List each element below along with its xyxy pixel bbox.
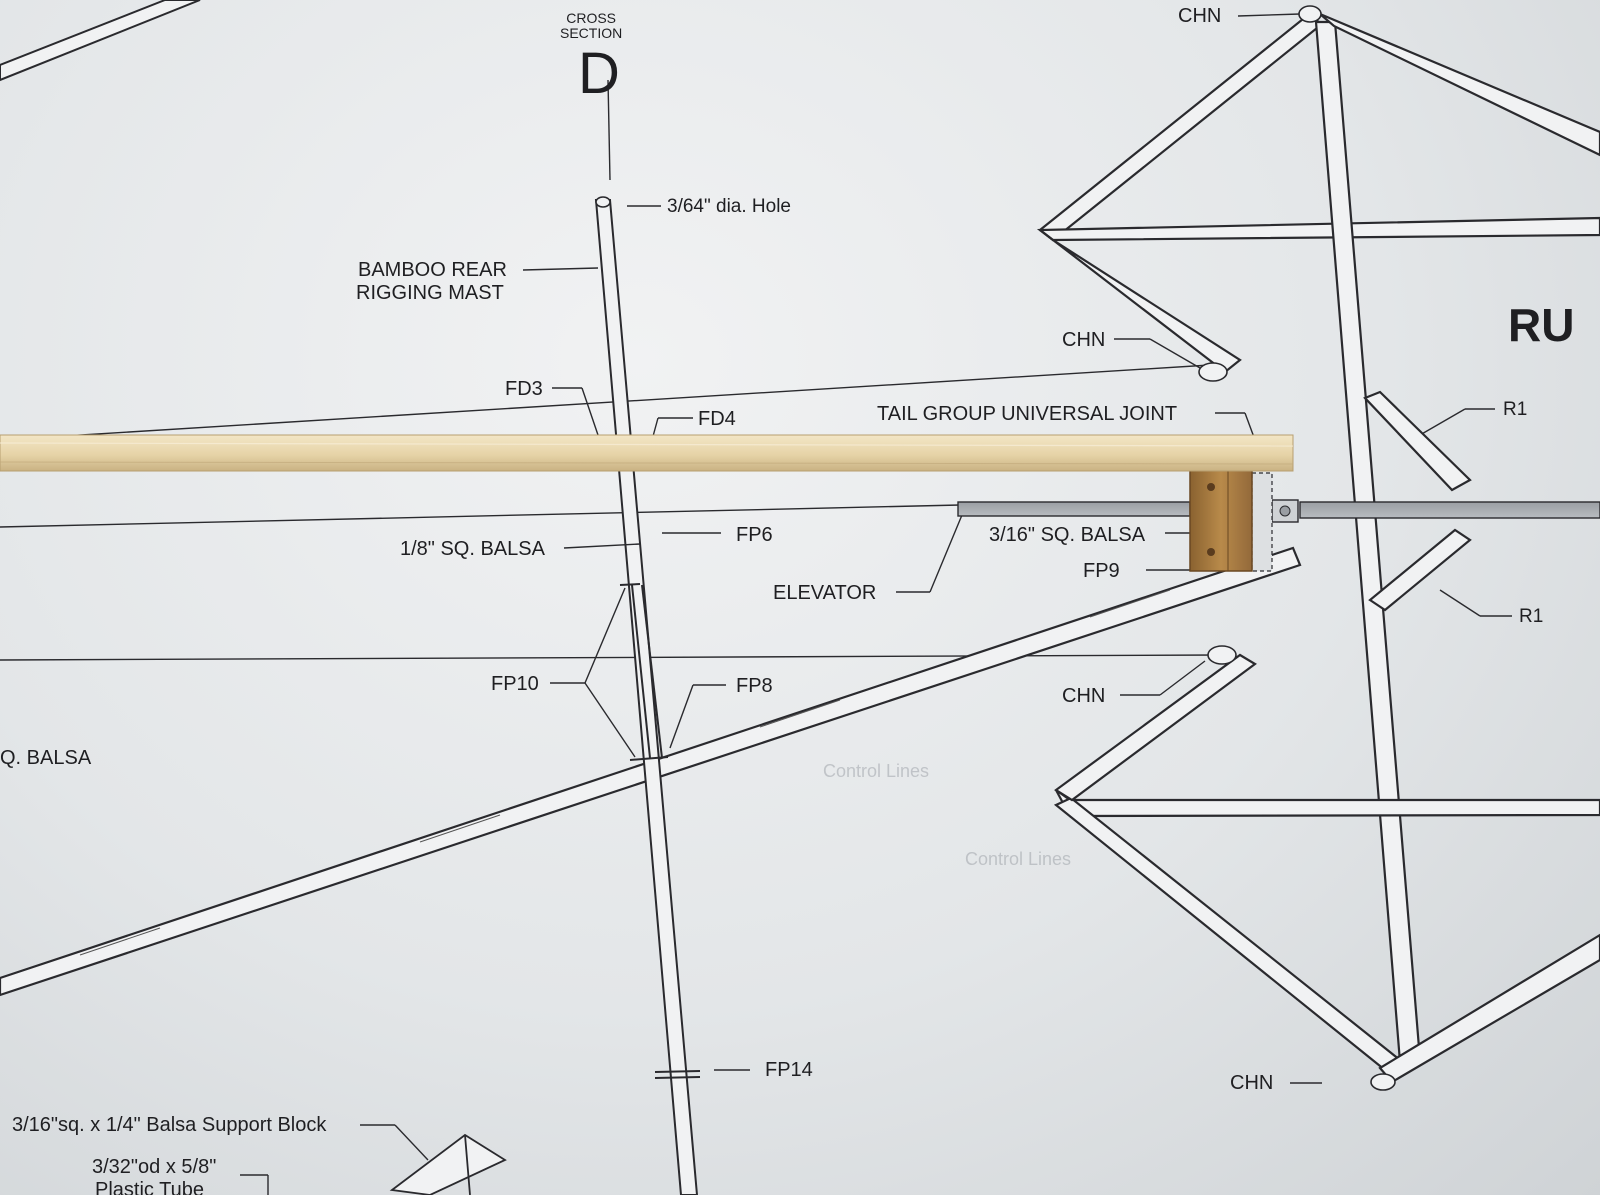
rudder-partial-label: RU [1508, 299, 1575, 351]
rudder-frame [1036, 12, 1600, 1084]
balsa-stick [0, 434, 1294, 472]
chn-mid-label: CHN [1062, 329, 1106, 351]
control-lines-label-1: Control Lines [823, 761, 930, 781]
balsa-block [1189, 465, 1253, 572]
balsa-three-sixteenth-label: 3/16" SQ. BALSA [989, 524, 1146, 546]
fp14-label: FP14 [765, 1059, 813, 1081]
q-balsa-label: Q. BALSA [0, 747, 92, 769]
fd3-label: FD3 [505, 378, 543, 400]
cross-section-title-text: CROSS SECTION [560, 10, 623, 41]
elevator-bar [957, 472, 1600, 572]
leader-lines [240, 13, 1512, 1195]
cross-section-title: CROSS SECTION [560, 11, 622, 40]
support-block-drawing [389, 1133, 507, 1195]
r1-lower-label: R1 [1519, 606, 1544, 627]
tube-label-line1: 3/32"od x 5/8" [92, 1156, 217, 1178]
mast-label-line1: BAMBOO REAR [358, 259, 507, 281]
chn-bottom-label: CHN [1230, 1072, 1274, 1094]
fp10-bracket [619, 583, 669, 761]
r1-upper-label: R1 [1503, 399, 1528, 420]
balsa-eighth-label: 1/8" SQ. BALSA [400, 538, 545, 560]
cross-section-letter: D [578, 41, 620, 106]
support-block-label: 3/16"sq. x 1/4" Balsa Support Block [12, 1114, 327, 1136]
fp8-label: FP8 [736, 675, 773, 697]
mast-label-line2: RIGGING MAST [356, 282, 504, 304]
tube-label-line2: Plastic Tube [95, 1179, 204, 1195]
control-lines-label-2: Control Lines [965, 849, 1072, 869]
fp10-label: FP10 [491, 673, 539, 695]
chn-tubes [1198, 5, 1396, 1091]
top-left-strut [0, 0, 201, 82]
chn-top-label: CHN [1178, 5, 1222, 27]
fp9-label: FP9 [1083, 560, 1120, 582]
chn-lower-label: CHN [1062, 685, 1106, 707]
rigging-mast [594, 196, 701, 1195]
elevator-label: ELEVATOR [773, 582, 877, 604]
hole-label: 3/64" dia. Hole [667, 196, 791, 217]
fd4-label: FD4 [698, 408, 736, 430]
tail-joint-label: TAIL GROUP UNIVERSAL JOINT [877, 403, 1178, 425]
fp6-label: FP6 [736, 524, 773, 546]
